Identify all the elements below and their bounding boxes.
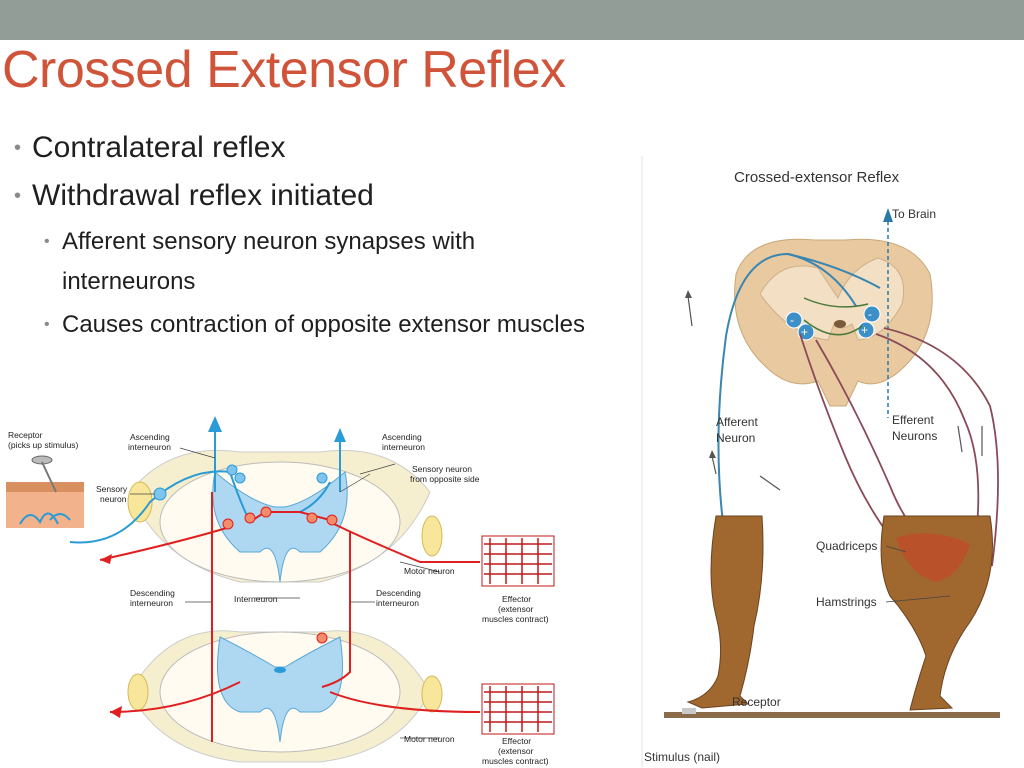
lower-spinal-cord xyxy=(127,630,443,763)
sub-bullet-contraction: Causes contraction of opposite extensor … xyxy=(42,310,612,340)
svg-text:+: + xyxy=(861,323,868,337)
quadriceps-muscle-icon xyxy=(896,533,970,582)
slide-title: Crossed Extensor Reflex xyxy=(2,41,566,99)
label-sensory-opposite-l1: Sensory neuron xyxy=(412,464,472,474)
svg-text:-: - xyxy=(868,307,872,321)
sign-minus-right: - xyxy=(863,305,881,323)
sensory-pathway xyxy=(69,422,341,544)
ganglion-icon xyxy=(153,487,167,501)
arrow-afferent-top-icon xyxy=(685,290,692,298)
muscle-top-icon xyxy=(481,535,555,587)
label-receptor-l1: Receptor xyxy=(8,430,43,440)
label-ascending-right-l1: Ascending xyxy=(382,432,422,442)
label-sensory-neuron-l2: neuron xyxy=(100,494,127,504)
label-descending-right-l2: interneuron xyxy=(376,598,419,608)
label-motor-neuron-bottom: Motor neuron xyxy=(404,734,455,744)
label-interneuron: Interneuron xyxy=(234,594,278,604)
left-leg-icon xyxy=(686,515,764,709)
label-effector-bottom-l2: (extensor xyxy=(498,746,534,756)
label-receptor: Receptor xyxy=(732,695,781,709)
label-effector-bottom-l3: muscles contract) xyxy=(482,756,549,766)
bullet-withdrawal: Withdrawal reflex initiated xyxy=(12,174,612,218)
spinal-reflex-diagram: Receptor (picks up stimulus) Sensory neu… xyxy=(6,416,555,766)
crossed-extensor-figure: Crossed-extensor Reflex To Brain - + - + xyxy=(640,156,1024,768)
floor xyxy=(664,712,1000,718)
skin-icon xyxy=(6,482,84,528)
arrow-afferent-mid-icon xyxy=(709,450,716,458)
top-band xyxy=(0,0,1024,40)
nail-icon xyxy=(31,455,57,493)
label-ascending-left-l2: interneuron xyxy=(128,442,171,452)
figure-title: Crossed-extensor Reflex xyxy=(734,169,900,186)
sub-bullet-afferent: Afferent sensory neuron synapses with in… xyxy=(42,222,612,302)
label-effector-bottom-l1: Effector xyxy=(502,736,531,746)
label-quadriceps: Quadriceps xyxy=(816,539,877,553)
label-afferent-l2: Neuron xyxy=(716,431,755,445)
interneuron-pathway xyxy=(803,297,869,336)
svg-text:-: - xyxy=(790,313,794,327)
bullet-list: Contralateral reflex Withdrawal reflex i… xyxy=(12,126,612,340)
label-hamstrings: Hamstrings xyxy=(816,595,877,609)
label-efferent-l1: Efferent xyxy=(892,413,934,427)
right-leg-icon xyxy=(880,515,993,711)
label-ascending-left-l1: Ascending xyxy=(130,432,170,442)
nail-icon xyxy=(682,708,696,714)
label-sensory-neuron-l1: Sensory xyxy=(96,484,128,494)
label-effector-top-l3: muscles contract) xyxy=(482,614,549,624)
arrow-up-right-icon xyxy=(334,428,346,442)
label-motor-neuron-top: Motor neuron xyxy=(404,566,455,576)
label-sensory-opposite-l2: from opposite side xyxy=(410,474,480,484)
label-to-brain: To Brain xyxy=(892,207,936,221)
sign-plus-right: + xyxy=(857,321,875,339)
label-stimulus: Stimulus (nail) xyxy=(644,750,720,764)
label-afferent-l1: Afferent xyxy=(716,415,758,429)
arrow-left-top-icon xyxy=(100,554,112,564)
label-receptor-l2: (picks up stimulus) xyxy=(8,440,79,450)
svg-text:+: + xyxy=(801,325,808,339)
upper-spinal-cord xyxy=(127,449,443,583)
label-ascending-right-l2: interneuron xyxy=(382,442,425,452)
label-effector-top-l1: Effector xyxy=(502,594,531,604)
label-descending-left-l1: Descending xyxy=(130,588,175,598)
arrow-up-left-icon xyxy=(208,416,222,432)
arrow-left-bottom-icon xyxy=(110,706,122,718)
sign-minus-left: - xyxy=(785,311,803,329)
label-efferent-l2: Neurons xyxy=(892,429,937,443)
label-effector-top-l2: (extensor xyxy=(498,604,534,614)
muscle-bottom-icon xyxy=(481,683,555,735)
label-descending-right-l1: Descending xyxy=(376,588,421,598)
label-descending-left-l2: interneuron xyxy=(130,598,173,608)
arrow-up-icon xyxy=(883,208,893,222)
bullet-contralateral: Contralateral reflex xyxy=(12,126,612,170)
sign-plus-left: + xyxy=(797,323,815,341)
